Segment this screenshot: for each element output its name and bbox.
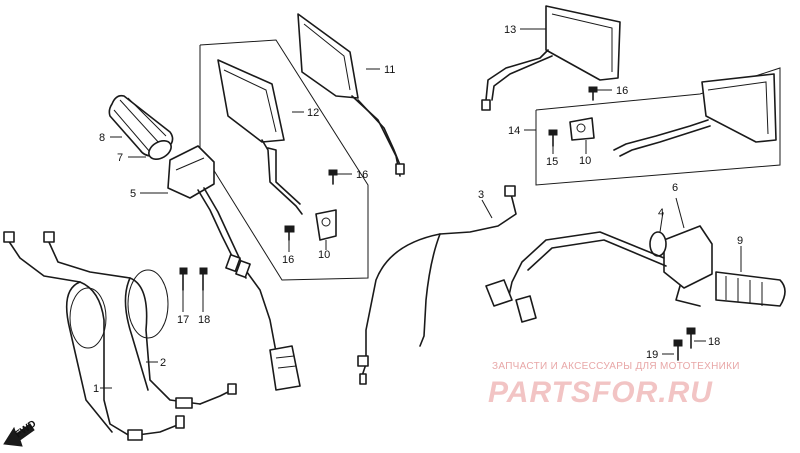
screw-16-mid (284, 225, 295, 241)
clutch-cable-3 (357, 185, 517, 385)
switch-housing-5 (167, 145, 301, 391)
clamp-10-left (315, 209, 337, 241)
label-18-left: 18 (198, 314, 210, 326)
switch-housing-6 (485, 225, 713, 323)
label-10-left: 10 (318, 249, 330, 261)
label-16-mid: 16 (282, 254, 294, 266)
screw-18-right (686, 327, 696, 349)
watermark-subtitle: ЗАПЧАСТИ И АКСЕССУАРЫ ДЛЯ МОТОТЕХНИКИ (492, 361, 740, 372)
label-16-upper: 16 (356, 169, 368, 181)
label-18-right: 18 (708, 336, 720, 348)
grip-9 (715, 271, 786, 307)
watermark-brand: PARTSFOR.RU (488, 376, 713, 409)
callout-labels: 1 2 3 4 5 6 7 8 9 10 10 11 12 13 14 15 1… (93, 24, 743, 395)
mirror-13 (481, 5, 621, 111)
label-15: 15 (546, 156, 558, 168)
mirror-right (613, 73, 777, 157)
leader-lines (100, 28, 742, 389)
fwd-arrow-icon: FWD (3, 418, 38, 447)
label-12: 12 (307, 107, 319, 119)
grip-8 (108, 94, 174, 160)
frame-right-mirror (535, 67, 781, 186)
label-19: 19 (646, 349, 658, 361)
screw-15 (548, 129, 558, 147)
screw-16-right (588, 86, 598, 101)
label-5: 5 (130, 188, 136, 200)
mirror-11 (297, 13, 405, 177)
label-11: 11 (384, 64, 395, 76)
screw-18-left (199, 267, 208, 291)
watermark: ЗАПЧАСТИ И АКСЕССУАРЫ ДЛЯ МОТОТЕХНИКИ PA… (488, 361, 740, 409)
screw-17 (179, 267, 188, 291)
label-6: 6 (672, 182, 678, 194)
label-9: 9 (737, 235, 743, 247)
label-10-right: 10 (579, 155, 591, 167)
label-7: 7 (117, 152, 123, 164)
throttle-cables (3, 231, 237, 441)
fwd-label: FWD (13, 418, 38, 440)
clamp-10-right (569, 117, 595, 141)
label-2: 2 (160, 357, 166, 369)
label-16-right: 16 (616, 85, 628, 97)
label-8: 8 (99, 132, 105, 144)
label-13: 13 (504, 24, 516, 36)
label-17: 17 (177, 314, 189, 326)
screw-19 (673, 339, 683, 361)
screw-16-upper (328, 169, 338, 185)
mirror-12 (217, 59, 303, 215)
label-3: 3 (478, 189, 484, 201)
label-1: 1 (93, 383, 99, 395)
label-14: 14 (508, 125, 520, 137)
label-4: 4 (658, 207, 664, 219)
